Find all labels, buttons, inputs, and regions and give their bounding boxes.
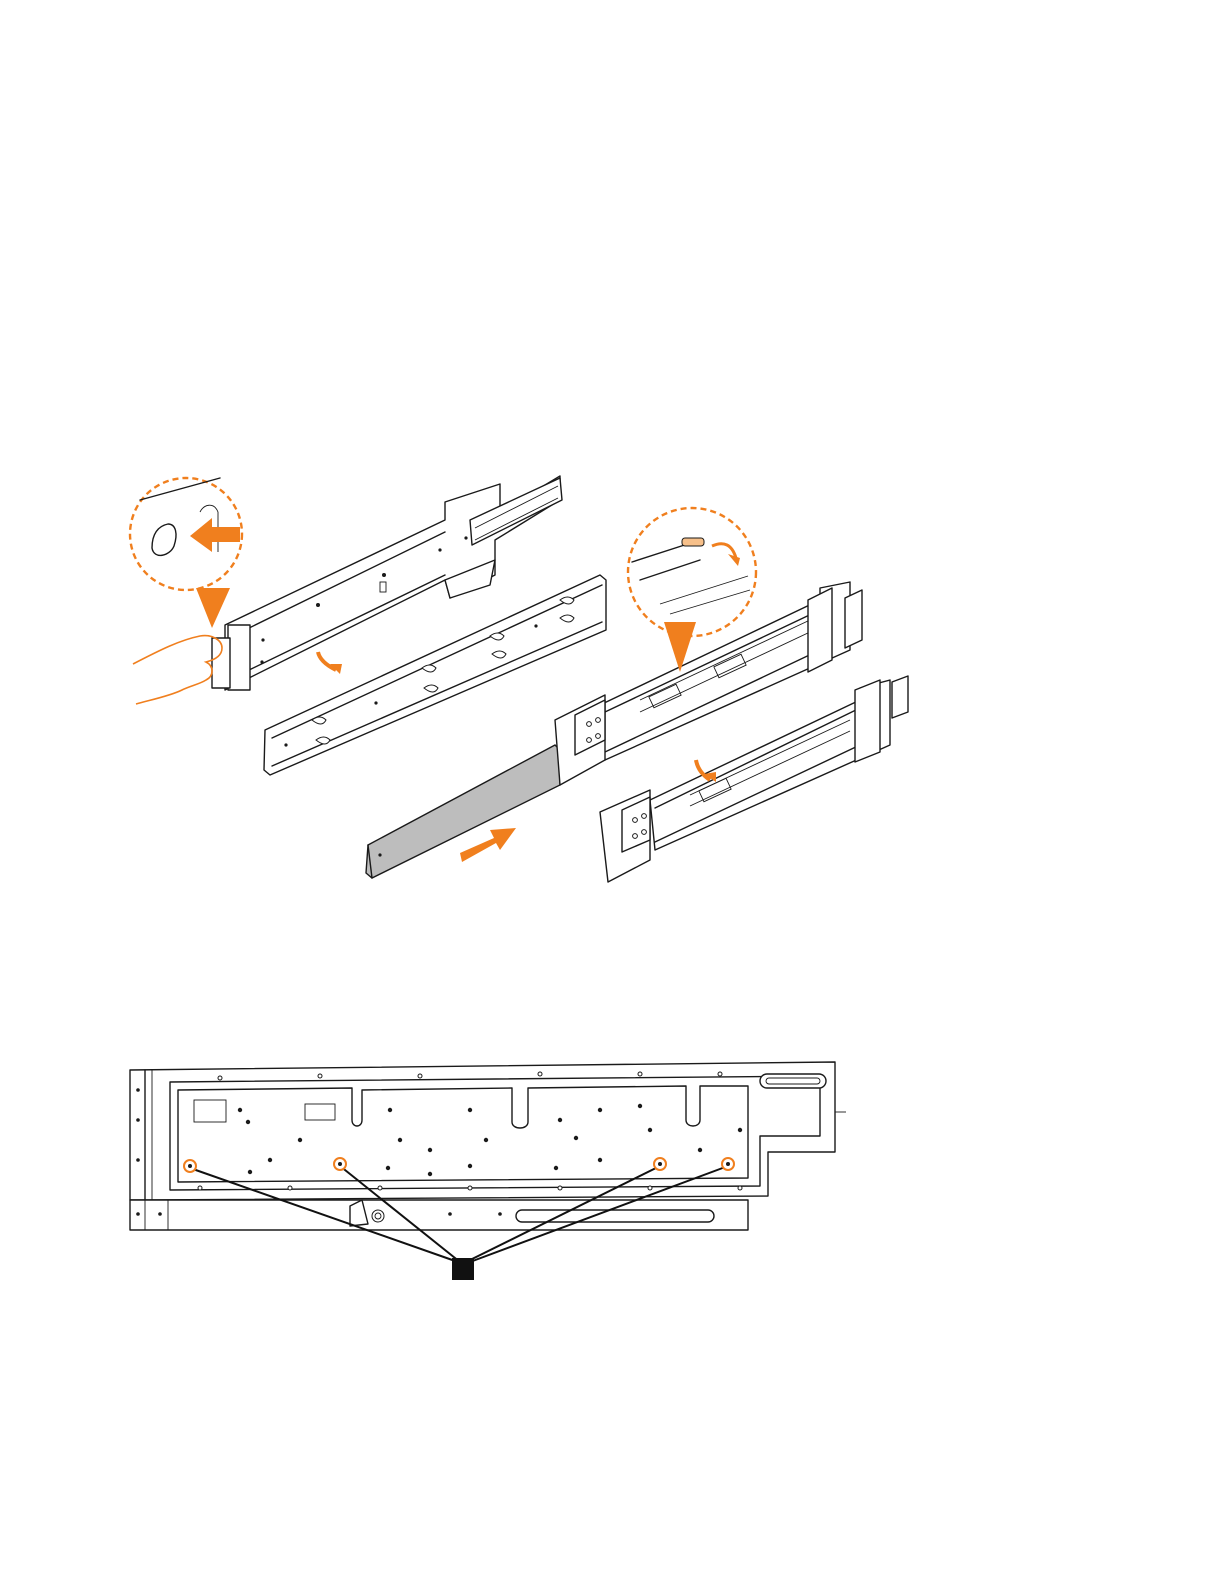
screw-4-icon	[722, 1158, 734, 1170]
chassis-bottom-rail	[130, 1200, 748, 1230]
curved-arrow-icon	[318, 652, 342, 674]
screw-2-icon	[334, 1158, 346, 1170]
push-arrow-icon	[460, 828, 516, 862]
rail-disassembly-illustration	[0, 460, 1224, 900]
rail-disassembly-svg	[0, 460, 1224, 900]
magnifier-callout-latch-icon	[130, 478, 242, 628]
chassis-side-view-illustration	[0, 1050, 1224, 1300]
hand-outline	[133, 636, 222, 704]
screw-3-icon	[654, 1158, 666, 1170]
chassis-side-view-svg	[0, 1050, 1224, 1300]
callout-tag	[452, 1258, 474, 1280]
screw-1-icon	[184, 1160, 196, 1172]
